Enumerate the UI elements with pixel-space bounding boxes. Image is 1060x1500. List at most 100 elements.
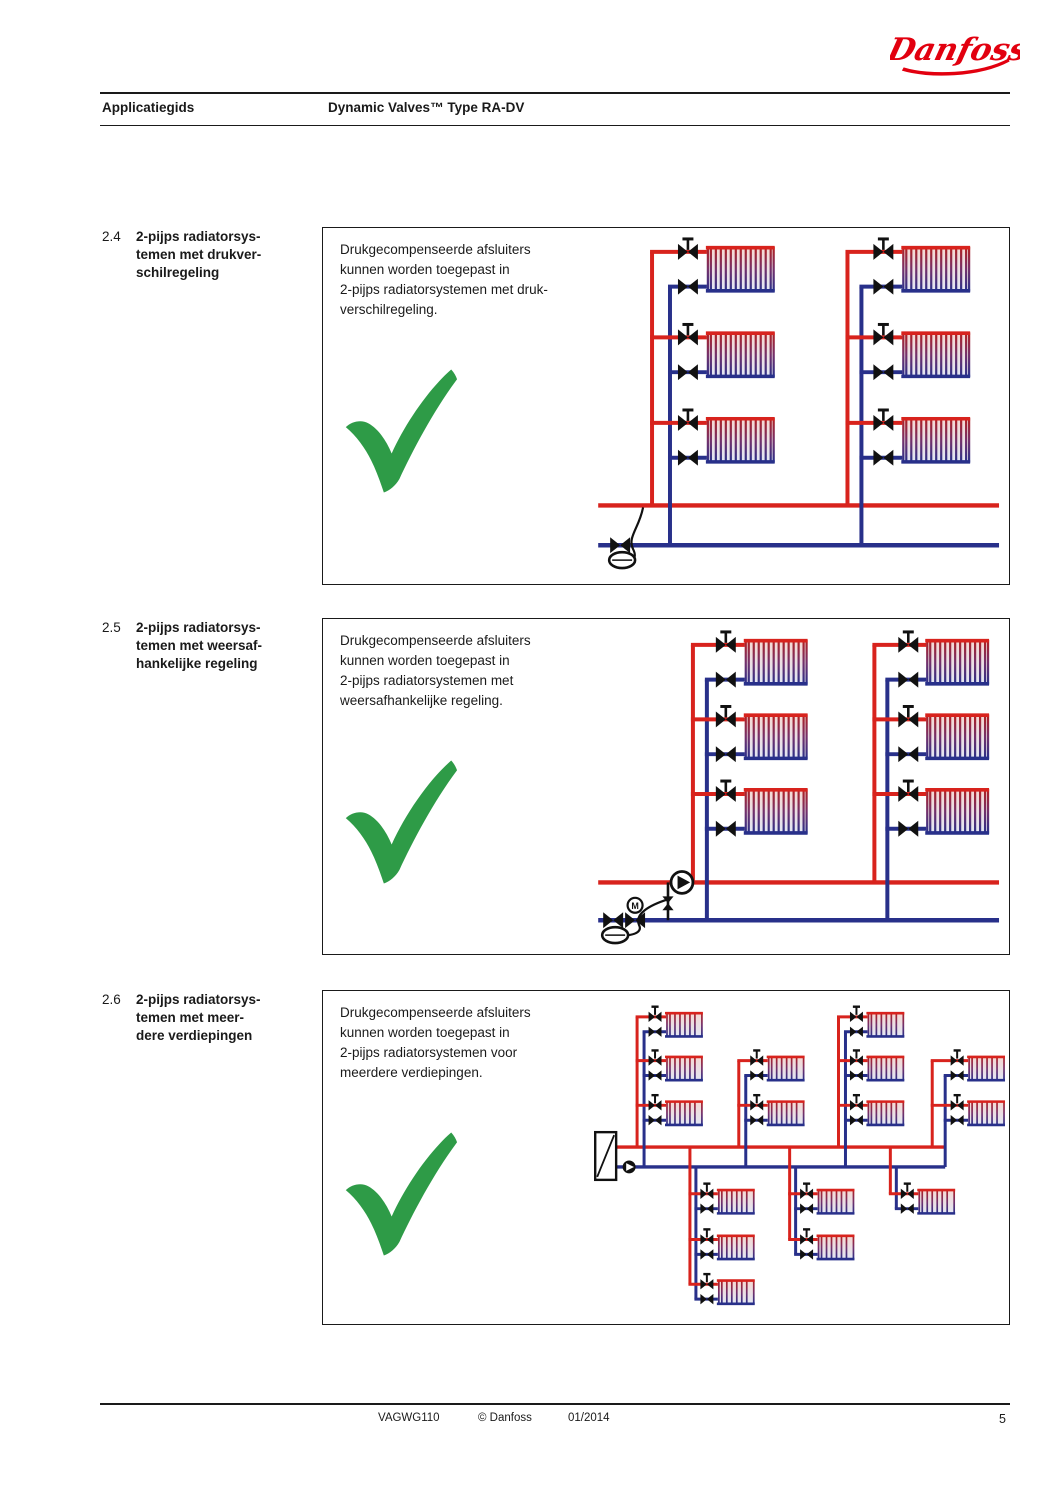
- thermostatic-valve-icon: [849, 1005, 863, 1023]
- lockshield-valve-icon: [715, 820, 736, 837]
- thermostatic-valve-icon: [898, 630, 919, 653]
- footer-date: 01/2014: [568, 1412, 610, 1424]
- thermostatic-valve-icon: [700, 1228, 714, 1245]
- lockshield-valve-icon: [700, 1203, 714, 1214]
- description-line: 2-pijps radiatorsystemen met: [340, 673, 514, 688]
- thermostatic-valve-icon: [849, 1049, 863, 1066]
- lockshield-valve-icon: [800, 1203, 814, 1214]
- lockshield-valve-icon: [750, 1070, 764, 1081]
- radiator: [743, 638, 808, 686]
- section-title: 2-pijps radiatorsys- temen met weersaf- …: [136, 619, 321, 673]
- application-box-2-5: M Drukgecompenseerde afsluiters kunnen w…: [322, 618, 1010, 955]
- description-line: Drukgecompenseerde afsluiters: [340, 1005, 531, 1020]
- description-text: Drukgecompenseerde afsluiters kunnen wor…: [340, 240, 610, 320]
- lockshield-valve-icon: [800, 1249, 814, 1260]
- radiator: [901, 331, 971, 379]
- lockshield-valve-icon: [898, 671, 919, 688]
- pump-icon: [669, 870, 695, 895]
- thermostatic-valve-icon: [750, 1093, 764, 1111]
- thermostatic-valve-icon: [873, 322, 894, 346]
- radiator: [743, 713, 808, 761]
- section-title-line: temen met drukver-: [136, 247, 262, 262]
- section-number: 2.5: [102, 620, 121, 635]
- radiator: [766, 1055, 805, 1082]
- radiator: [901, 416, 971, 464]
- lockshield-valve-icon: [900, 1203, 914, 1214]
- lockshield-valve-icon: [849, 1026, 863, 1037]
- section-title-line: 2-pijps radiatorsys-: [136, 992, 261, 1007]
- lockshield-valve-icon: [750, 1115, 764, 1126]
- lockshield-valve-icon: [715, 671, 736, 688]
- thermostatic-valve-icon: [873, 237, 894, 260]
- lockshield-valve-icon: [950, 1070, 964, 1081]
- thermostatic-valve-icon: [648, 1049, 662, 1066]
- section-title-line: 2-pijps radiatorsys-: [136, 229, 261, 244]
- lockshield-valve-icon: [950, 1115, 964, 1126]
- danfoss-logo-mark: Danfoss: [883, 31, 1032, 76]
- description-line: Drukgecompenseerde afsluiters: [340, 633, 531, 648]
- description-line: verschilregeling.: [340, 302, 438, 317]
- radiator: [866, 1011, 905, 1038]
- lockshield-valve-icon: [873, 278, 894, 295]
- thermostatic-valve-icon: [800, 1228, 814, 1245]
- description-line: Drukgecompenseerde afsluiters: [340, 242, 531, 257]
- footer-copyright: © Danfoss: [478, 1412, 532, 1424]
- thermostatic-valve-icon: [715, 704, 736, 728]
- diagram-two-pipe-weather-compensation: M: [598, 630, 1000, 945]
- capillary-tube: [630, 507, 645, 562]
- lockshield-valve-icon: [715, 746, 736, 763]
- thermostatic-valve-icon: [715, 779, 736, 802]
- section-title-line: hankelijke regeling: [136, 656, 258, 671]
- thermostatic-valve-icon: [750, 1049, 764, 1066]
- thermostatic-valve-icon: [800, 1182, 814, 1199]
- footer-page-number: 5: [999, 1412, 1006, 1426]
- approved-checkmark-icon: [345, 760, 458, 884]
- radiator: [716, 1279, 755, 1306]
- description-line: 2-pijps radiatorsystemen met druk-: [340, 282, 548, 297]
- thermostatic-valve-icon: [648, 1093, 662, 1111]
- radiator: [766, 1100, 805, 1127]
- radiator: [917, 1188, 956, 1215]
- radiator: [816, 1234, 855, 1261]
- danfoss-logo-swash: [901, 58, 1010, 76]
- thermostatic-valve-icon: [677, 322, 698, 346]
- lockshield-valve-icon: [603, 912, 624, 929]
- radiator: [967, 1100, 1006, 1127]
- radiator: [901, 245, 971, 293]
- section-title: 2-pijps radiatorsys- temen met meer- der…: [136, 991, 321, 1045]
- thermostatic-valve-icon: [898, 704, 919, 728]
- lockshield-valve-icon: [648, 1026, 662, 1037]
- radiator: [716, 1234, 755, 1261]
- description-line: kunnen worden toegepast in: [340, 262, 510, 277]
- radiator: [925, 638, 990, 686]
- application-box-2-6: Drukgecompenseerde afsluiters kunnen wor…: [322, 990, 1010, 1325]
- lockshield-valve-icon: [648, 1070, 662, 1081]
- description-line: weersafhankelijke regeling.: [340, 693, 503, 708]
- section-title-line: dere verdiepingen: [136, 1028, 253, 1043]
- differential-pressure-controller-icon: [607, 537, 637, 570]
- thermostatic-valve-icon: [898, 779, 919, 802]
- section-number: 2.4: [102, 229, 121, 244]
- section-number: 2.6: [102, 992, 121, 1007]
- lockshield-valve-icon: [898, 820, 919, 837]
- thermostatic-valve-icon: [700, 1182, 714, 1199]
- description-text: Drukgecompenseerde afsluiters kunnen wor…: [340, 1003, 610, 1083]
- radiator: [816, 1188, 855, 1215]
- danfoss-logo: Danfoss: [883, 24, 1032, 82]
- heat-source: [594, 1130, 618, 1182]
- pump-icon: [622, 1160, 636, 1174]
- radiator: [866, 1055, 905, 1082]
- svg-text:M: M: [631, 901, 638, 911]
- radiator: [743, 787, 808, 835]
- thermostatic-valve-icon: [873, 408, 894, 431]
- capillary-tube: [627, 898, 669, 937]
- lockshield-valve-icon: [849, 1115, 863, 1126]
- radiator: [925, 787, 990, 835]
- lockshield-valve-icon: [610, 537, 631, 554]
- section-title-line: temen met meer-: [136, 1010, 245, 1025]
- thermostatic-valve-icon: [648, 1005, 662, 1023]
- lockshield-valve-icon: [700, 1293, 714, 1305]
- radiator: [705, 416, 775, 464]
- differential-pressure-controller-icon: [600, 912, 630, 945]
